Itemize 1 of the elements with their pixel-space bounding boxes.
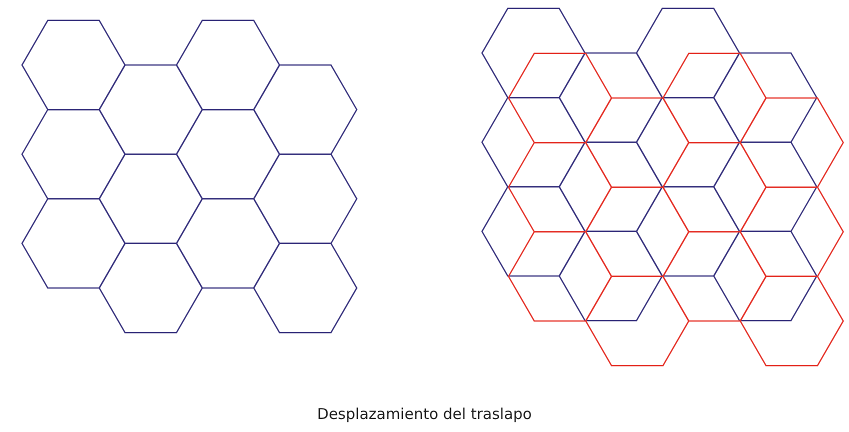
caption: Desplazamiento del traslapo [317, 405, 532, 423]
